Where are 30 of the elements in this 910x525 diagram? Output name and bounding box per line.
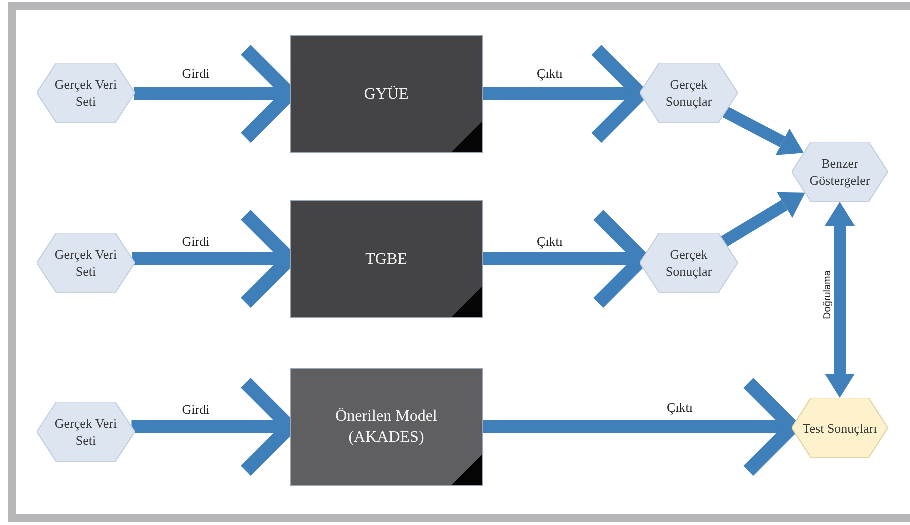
edge-label: Çıktı — [537, 234, 563, 250]
hexagon-label: Benzer Göstergeler — [808, 155, 872, 189]
block-arrow — [721, 192, 806, 247]
edge-label: Doğrulama — [822, 270, 834, 320]
hexagon-label: Test Sonuçları — [802, 420, 878, 436]
hexagon-node — [37, 233, 135, 293]
edge-label: Girdi — [182, 66, 210, 82]
edge-label: Girdi — [182, 234, 210, 250]
hexagon-label: Gerçek Veri Seti — [54, 246, 118, 280]
hexagon-node — [640, 233, 738, 293]
process-box — [290, 368, 483, 486]
edge-label: Girdi — [182, 402, 210, 418]
process-label: GYÜE — [363, 84, 410, 104]
hexagon-label: Gerçek Sonuçlar — [664, 246, 714, 280]
hexagon-node — [37, 402, 135, 462]
hexagon-node — [37, 63, 135, 123]
edge-label: Çıktı — [537, 66, 563, 82]
process-box — [290, 35, 483, 153]
block-arrow — [722, 106, 804, 156]
edge-label: Çıktı — [667, 400, 693, 416]
process-label: Önerilen Model (AKADES) — [334, 407, 438, 448]
process-label: TGBE — [364, 250, 408, 270]
hexagon-label: Gerçek Veri Seti — [54, 76, 118, 110]
hexagon-label: Gerçek Sonuçlar — [664, 76, 714, 110]
hexagon-node — [792, 398, 888, 458]
hexagon-node — [640, 63, 738, 123]
process-box — [290, 200, 483, 318]
block-arrow — [825, 202, 855, 398]
hexagon-node — [792, 142, 888, 202]
hexagon-label: Gerçek Veri Seti — [54, 415, 118, 449]
